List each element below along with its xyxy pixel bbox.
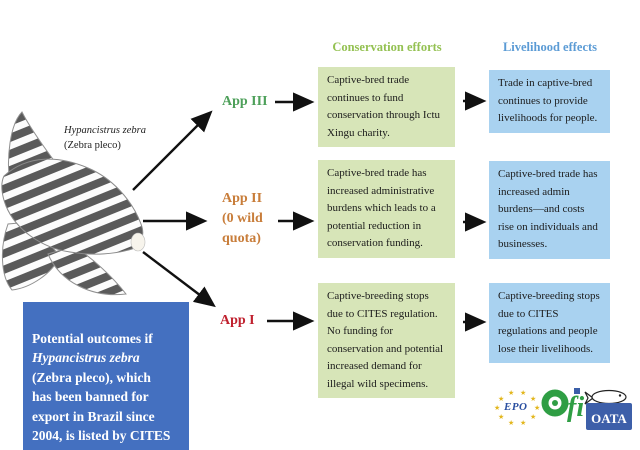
epo-star-icon: ★ [508, 419, 515, 427]
oata-logo: OATA [584, 389, 632, 430]
fish-common-name: (Zebra pleco) [64, 140, 121, 151]
zebra-pleco-illustration [1, 111, 146, 296]
ofi-logo: fi [541, 388, 584, 423]
epo-logo-text: EPO [504, 401, 528, 413]
app-i-label: App I [220, 313, 255, 328]
epo-star-icon: ★ [498, 413, 505, 421]
ofi-i-dot-icon [574, 388, 580, 394]
epo-star-icon: ★ [534, 404, 541, 412]
epo-star-icon: ★ [530, 413, 537, 421]
epo-star-icon: ★ [530, 395, 537, 403]
conservation-efforts-header: Conservation efforts [332, 40, 442, 54]
epo-star-icon: ★ [494, 404, 501, 412]
epo-star-icon: ★ [508, 389, 515, 397]
epo-star-icon: ★ [520, 419, 527, 427]
potential-outcomes-caption-box: Potential outcomes if Hypancistrus zebra… [23, 302, 189, 450]
app-ii-conservation-box: Captive-bred trade has increased adminis… [318, 160, 455, 258]
oata-fish-icon [584, 389, 627, 405]
oata-logo-text: OATA [591, 411, 627, 426]
epo-star-icon: ★ [498, 395, 505, 403]
epo-star-icon: ★ [520, 389, 527, 397]
app-ii-livelihood-box: Captive-bred trade has increased admin b… [489, 161, 610, 259]
oata-box [586, 403, 632, 430]
app-i-conservation-box: Captive-breeding stops due to CITES regu… [318, 283, 455, 398]
ofi-logo-text: fi [567, 392, 584, 423]
app-iii-conservation-box: Captive-bred trade continues to fund con… [318, 67, 455, 147]
app-iii-livelihood-box: Trade in captive-bred continues to provi… [489, 70, 610, 133]
app-ii-label: App II (0 wild quota) [222, 191, 263, 246]
arrow-fish-to-app-i [142, 251, 216, 308]
fish-scientific-name: Hypancistrus zebra [64, 125, 146, 136]
caption-species-name: Hypancistrus zebra [32, 350, 140, 365]
epo-logo: ★ ★ ★ ★ ★ ★ ★ ★ ★ ★ EPO [493, 388, 541, 432]
app-i-livelihood-box: Captive-breeding stops due to CITES regu… [489, 283, 610, 363]
app-iii-label: App III [222, 94, 268, 109]
caption-text-after: (Zebra pleco), which has been banned for… [32, 369, 171, 444]
caption-text-before: Potential outcomes if [32, 330, 153, 346]
livelihood-effects-header: Livelihood effects [502, 40, 598, 54]
